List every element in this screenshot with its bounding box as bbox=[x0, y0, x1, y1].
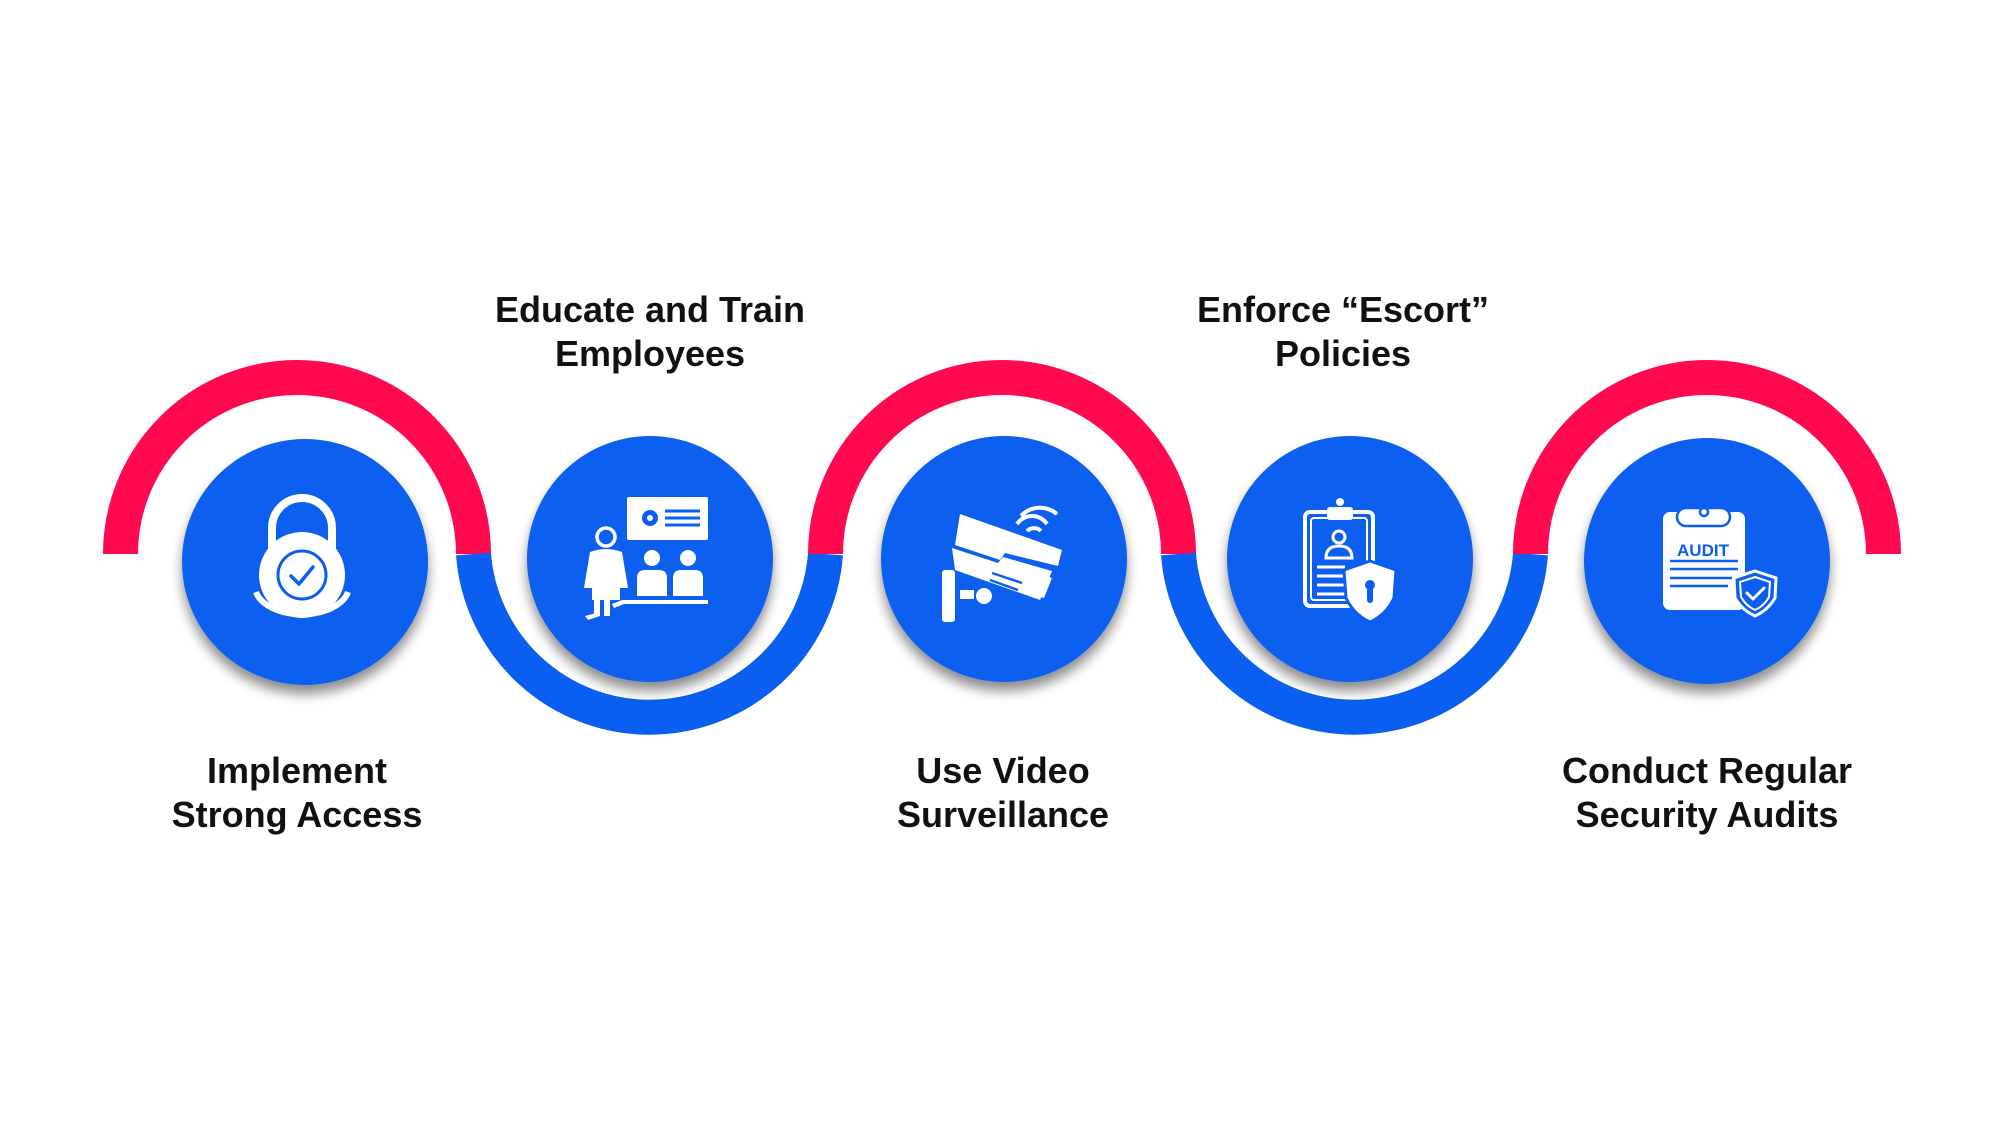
step-4-title-line1: Enforce “Escort” bbox=[1196, 289, 1490, 330]
presentation-training-icon bbox=[584, 497, 708, 620]
cctv-camera-wifi-icon bbox=[942, 505, 1062, 622]
step-3-label: Use Video Surveillance bbox=[793, 749, 1213, 837]
red-arc-2 bbox=[808, 360, 1196, 555]
audit-label: AUDIT bbox=[1677, 541, 1730, 560]
wave-connector bbox=[103, 360, 1901, 735]
step-1-title-line2: Strong Access bbox=[171, 794, 423, 835]
step-5-title-line1: Conduct Regular bbox=[1561, 750, 1852, 791]
step-5-title-line2: Security Audits bbox=[1575, 794, 1839, 835]
padlock-check-icon bbox=[253, 494, 351, 618]
step-2-title-line1: Educate and Train bbox=[494, 289, 806, 330]
step-4-label: Enforce “Escort” Policies bbox=[1133, 288, 1553, 376]
blue-arc-2 bbox=[1161, 552, 1548, 735]
step-3-title-line2: Surveillance bbox=[896, 794, 1110, 835]
blue-arc-1 bbox=[456, 552, 843, 735]
step-5-label: Conduct Regular Security Audits bbox=[1497, 749, 1917, 837]
step-1-title-line1: Implement bbox=[206, 750, 388, 791]
audit-clipboard-shield-icon: AUDIT bbox=[1663, 506, 1778, 618]
step-2-label: Educate and Train Employees bbox=[440, 288, 860, 376]
step-2-title-line2: Employees bbox=[554, 333, 746, 374]
red-arc-3 bbox=[1513, 360, 1901, 555]
red-arc-1 bbox=[103, 360, 491, 555]
step-1-label: Implement Strong Access bbox=[87, 749, 507, 837]
step-3-title-line1: Use Video bbox=[916, 750, 1090, 791]
step-4-title-line2: Policies bbox=[1274, 333, 1412, 374]
clipboard-id-shield-icon bbox=[1303, 498, 1398, 624]
